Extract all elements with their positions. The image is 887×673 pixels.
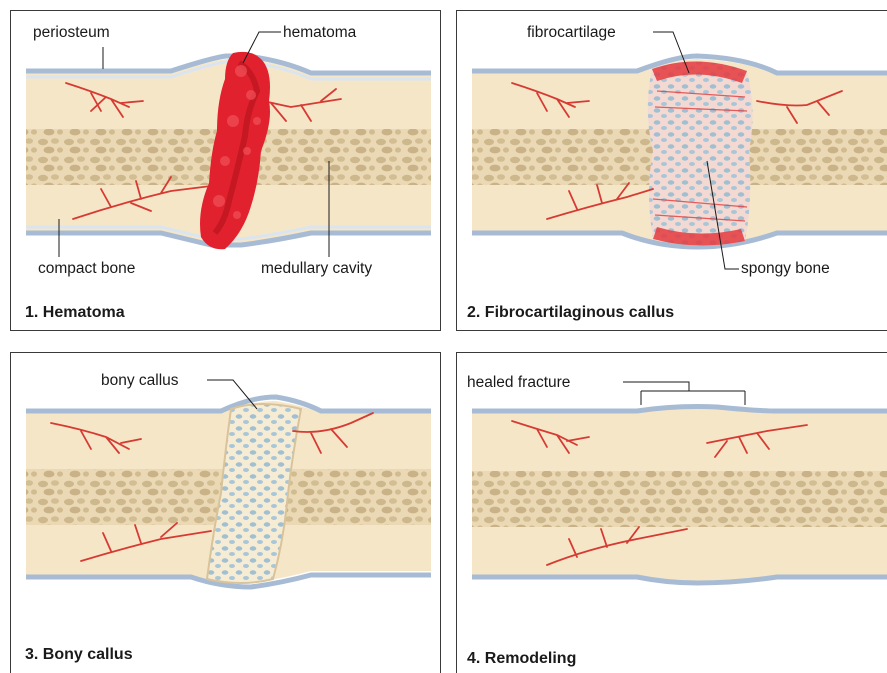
healed-fracture-bracket <box>623 382 745 405</box>
label-compact-bone: compact bone <box>38 261 135 277</box>
bone-illustration-remodeling <box>457 353 887 673</box>
panel-hematoma: periosteum hematoma compact bone medulla… <box>10 10 441 331</box>
panel-remodeling: healed fracture 4. Remodeling <box>456 352 887 673</box>
label-bony-callus: bony callus <box>101 373 179 389</box>
label-fibrocartilage: fibrocartilage <box>527 25 616 41</box>
bone-illustration-callus <box>457 11 887 331</box>
label-hematoma: hematoma <box>283 25 356 41</box>
panel-title: 2. Fibrocartilaginous callus <box>467 305 674 321</box>
label-medullary-cavity: medullary cavity <box>261 261 372 277</box>
panel-bony-callus: bony callus 3. Bony callus <box>10 352 441 673</box>
panel-title: 4. Remodeling <box>467 651 576 667</box>
label-spongy-bone: spongy bone <box>741 261 830 277</box>
label-periosteum: periosteum <box>33 25 110 41</box>
label-healed-fracture: healed fracture <box>467 375 570 391</box>
bone-illustration-hematoma <box>11 11 441 331</box>
panel-fibrocartilaginous-callus: fibrocartilage spongy bone 2. Fibrocarti… <box>456 10 887 331</box>
panel-title: 3. Bony callus <box>25 647 133 663</box>
bone-illustration-bony-callus <box>11 353 441 673</box>
panel-title: 1. Hematoma <box>25 305 125 321</box>
